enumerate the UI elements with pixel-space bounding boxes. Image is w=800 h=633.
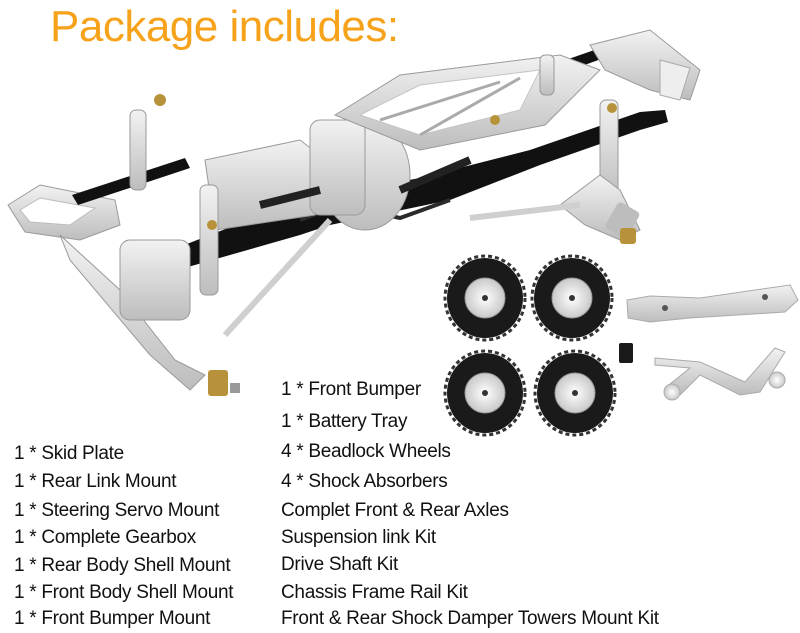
pinion-gear-part <box>619 343 633 363</box>
list-item: Chassis Frame Rail Kit <box>281 582 468 603</box>
list-item: 1 * Steering Servo Mount <box>14 500 220 521</box>
wheel-1 <box>443 254 527 342</box>
list-item: Suspension link Kit <box>281 527 436 548</box>
list-item: 1 * Front Bumper Mount <box>14 608 211 629</box>
list-item: 1 * Battery Tray <box>281 411 408 432</box>
list-item: Drive Shaft Kit <box>281 554 398 575</box>
list-item: 1 * Complete Gearbox <box>14 527 196 548</box>
list-item: 1 * Rear Link Mount <box>14 471 177 492</box>
wheel-2 <box>530 254 614 342</box>
list-item: 4 * Shock Absorbers <box>281 471 448 492</box>
battery-tray-part <box>654 347 786 401</box>
front-bumper-part <box>626 284 799 323</box>
list-item: Front & Rear Shock Damper Towers Mount K… <box>281 608 659 629</box>
list-item: 1 * Skid Plate <box>14 443 124 464</box>
wheel-3 <box>443 349 527 437</box>
list-item: 1 * Front Body Shell Mount <box>14 582 234 603</box>
chassis-assembly <box>7 29 701 396</box>
page-title: Package includes: <box>50 2 399 51</box>
wheel-4 <box>533 349 617 437</box>
list-item: Complet Front & Rear Axles <box>281 500 509 521</box>
list-item: 1 * Rear Body Shell Mount <box>14 555 231 576</box>
beadlock-wheels <box>443 254 617 437</box>
list-item: 1 * Front Bumper <box>281 379 421 400</box>
list-item: 4 * Beadlock Wheels <box>281 441 451 462</box>
